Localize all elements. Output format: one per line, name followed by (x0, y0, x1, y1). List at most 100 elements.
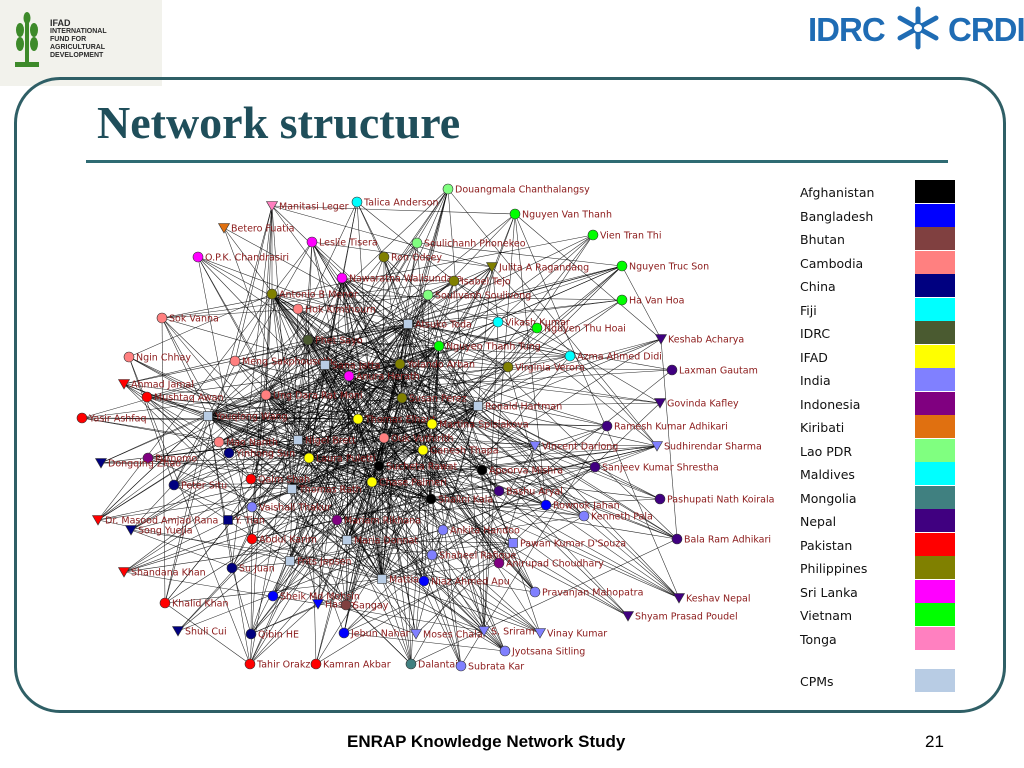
node-marker (123, 351, 135, 363)
node-marker (320, 360, 330, 370)
node-marker (306, 236, 318, 248)
network-edge (438, 345, 680, 599)
node-marker (223, 515, 233, 525)
network-edge (250, 538, 253, 635)
network-edge (265, 394, 359, 420)
network-node: Anirupad Choudhary (493, 557, 604, 570)
slide-frame (14, 77, 1006, 713)
node-label: Anirupad Choudhary (506, 559, 604, 570)
legend-swatch (915, 509, 955, 532)
legend-label: Tonga (800, 631, 837, 647)
network-node: Vincent Darlong (528, 441, 618, 453)
network-edge (234, 205, 273, 362)
network-edge (123, 323, 409, 385)
network-edge (371, 481, 506, 652)
network-edge (308, 449, 424, 459)
node-label: Qaim Shah (258, 475, 310, 486)
network-edge (438, 234, 594, 347)
network-node: Chase Palmeri (366, 476, 447, 489)
network-node: S. Sriram (477, 626, 535, 638)
network-edge (427, 294, 541, 634)
network-node: Antonio B Menor (266, 288, 358, 301)
network-edge (291, 488, 347, 606)
legend-row: CPMs (800, 669, 956, 692)
network-edge (399, 363, 678, 540)
node-label: Ouk Vuthirith (391, 434, 454, 445)
network-edge (430, 498, 629, 617)
network-edge (324, 364, 547, 506)
network-edge (289, 515, 585, 562)
network-edge (228, 280, 455, 454)
node-marker (342, 535, 352, 545)
network-edge (177, 397, 403, 632)
node-marker (418, 575, 430, 587)
network-edge (345, 423, 433, 606)
node-marker (117, 379, 131, 390)
network-edge (346, 345, 440, 541)
legend-swatch (915, 603, 955, 626)
node-label: Khalid Khan (172, 599, 229, 610)
network-edge (498, 515, 585, 564)
node-marker (621, 611, 635, 622)
legend-row: Lao PDR (800, 438, 956, 462)
ifad-text: IFAD INTERNATIONAL FUND FOR AGRICULTURAL… (50, 18, 150, 60)
node-label: Mushtaq Awan (154, 393, 224, 404)
network-edge (324, 364, 383, 580)
network-edge (356, 201, 658, 447)
node-label: Moses Chalai (423, 630, 485, 641)
network-edge (348, 375, 403, 399)
node-label: Ankita Handoo (450, 526, 520, 537)
node-marker (509, 208, 521, 220)
node-label: Antonio B Menor (279, 290, 358, 301)
network-edge (336, 323, 409, 521)
node-label: Yolando Arban (406, 360, 475, 371)
network-edge (401, 397, 506, 652)
legend-swatch (915, 556, 955, 579)
legend-row: Tonga (800, 626, 956, 650)
network-node: Nguyen Truc Son (616, 260, 709, 273)
legend-swatch (915, 579, 955, 603)
network-edge (399, 363, 485, 632)
network-edge (130, 339, 309, 531)
network-edge (315, 363, 401, 665)
network-edge (371, 481, 541, 634)
network-edge (308, 457, 383, 580)
node-marker (94, 458, 108, 469)
network-edge (401, 397, 536, 593)
network-node: Ganesh Thapa (417, 444, 499, 457)
legend-swatch (915, 415, 955, 438)
network-node: Soulivanh Soulivong (422, 289, 531, 302)
node-label: Ramesh Kumar Adhikari (614, 422, 728, 433)
network-node: Virginia Verora (502, 361, 585, 374)
network-edge (324, 355, 571, 366)
node-label: Yinhong Sun (235, 449, 295, 460)
network-edge (497, 321, 571, 357)
legend-row: Maldives (800, 462, 956, 485)
node-label: Ganesh Thapa (430, 446, 499, 457)
network-edge (250, 481, 373, 635)
network-edge (161, 308, 299, 319)
legend-label: Mongolia (800, 490, 857, 506)
network-node: Song Yuejia (124, 525, 193, 537)
network-node: Dongqing Zhao (94, 458, 181, 470)
network-edge (324, 277, 343, 366)
node-label: Nguyen Thu Hoai (544, 324, 626, 335)
node-label: Vien Tran Thi (600, 231, 661, 242)
node-marker (303, 452, 315, 464)
legend-row: Vietnam (800, 603, 956, 626)
node-marker (425, 493, 437, 505)
network-node: Vien Tran Thi (587, 229, 661, 242)
network-edge (231, 439, 299, 569)
network-edge (383, 256, 479, 407)
legend-swatch (915, 344, 955, 368)
network-edge (324, 265, 623, 366)
node-marker (411, 237, 423, 249)
node-marker (601, 420, 613, 432)
network-edge (383, 256, 409, 325)
network-node: Talica Anderson (351, 196, 438, 209)
legend-row: Philippines (800, 556, 956, 579)
footer-text: ENRAP Knowledge Network Study (347, 732, 626, 751)
node-marker (426, 549, 438, 561)
network-edge (207, 293, 273, 417)
